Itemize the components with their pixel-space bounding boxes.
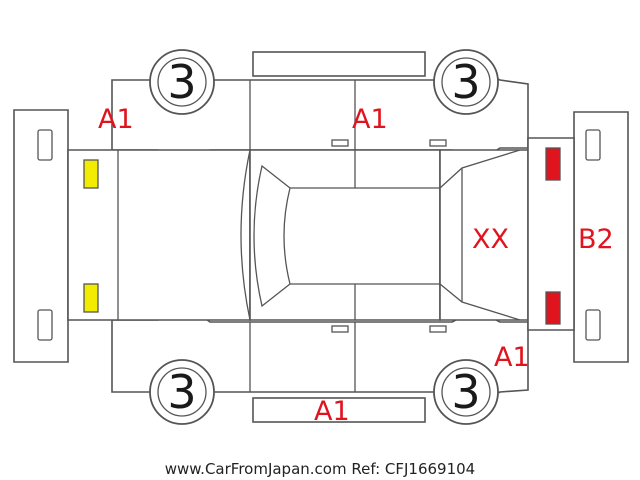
footer-reference: www.CarFromJapan.com Ref: CFJ1669104	[165, 460, 475, 478]
wheel-front-right-grade: 3	[167, 365, 196, 419]
wheel-front-right: 3	[149, 359, 215, 425]
code-front-left-fender: A1	[98, 104, 134, 135]
wheel-front-left-grade: 3	[167, 55, 196, 109]
front-bumper	[13, 109, 69, 363]
top-view-body	[67, 137, 575, 331]
wheel-rear-right: 3	[433, 359, 499, 425]
wheel-rear-left-grade: 3	[451, 55, 480, 109]
wheel-rear-right-grade: 3	[451, 365, 480, 419]
headlight-front-right	[83, 283, 99, 313]
headlight-front-left	[83, 159, 99, 189]
taillight-rear-left	[545, 147, 561, 181]
taillight-rear-right	[545, 291, 561, 325]
code-rear-bumper: B2	[578, 224, 614, 255]
roof-rail-bottom	[252, 397, 426, 423]
wheel-rear-left: 3	[433, 49, 499, 115]
wheel-front-left: 3	[149, 49, 215, 115]
code-rear-glass: XX	[472, 224, 509, 255]
code-rear-right-quarter: A1	[494, 342, 530, 373]
code-right-doors: A1	[314, 396, 350, 427]
roof-rail-top	[252, 51, 426, 77]
code-left-doors: A1	[352, 104, 388, 135]
